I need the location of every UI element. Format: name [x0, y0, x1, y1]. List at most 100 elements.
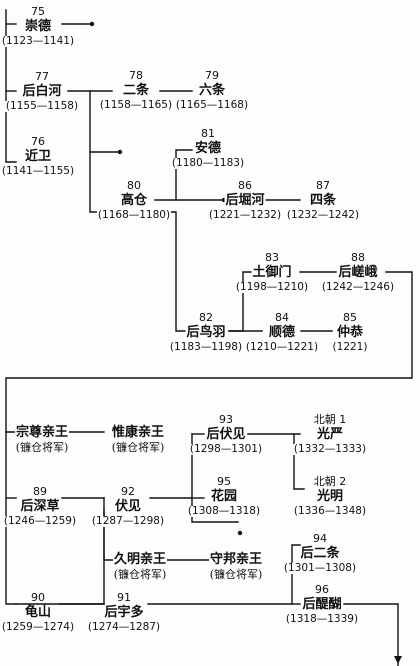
emperor-81: 81 安德 (1180—1183)	[170, 128, 246, 169]
emperor-number: 89	[32, 485, 48, 498]
reign-years: (1221—1232)	[207, 209, 283, 221]
emperor-name: 六条	[197, 83, 227, 98]
emperor-95: 95 花园 (1308—1318)	[186, 476, 262, 517]
emperor-number: 75	[30, 5, 46, 18]
reign-years: (1232—1242)	[285, 209, 361, 221]
emperor-number: 83	[264, 251, 280, 264]
prince-note: (镰仓将军)	[14, 441, 70, 454]
emperor-name: 后鸟羽	[185, 325, 227, 340]
emperor-number: 81	[200, 127, 216, 140]
prince-name: 宗尊亲王	[14, 425, 70, 440]
emperor-name: 后宇多	[103, 605, 145, 620]
reign-years: (1308—1318)	[186, 505, 262, 517]
reign-years: (1198—1210)	[234, 281, 310, 293]
line-92-jiuming	[103, 509, 117, 561]
line-93-col	[191, 433, 239, 523]
dot-95	[237, 530, 243, 536]
emperor-88: 88 后嵯峨 (1242—1246)	[320, 252, 396, 293]
northern-court-1: 北朝 1 光严 (1332—1333)	[292, 414, 368, 455]
emperor-90: 90 龟山 (1259—1274)	[0, 592, 76, 633]
reign-years: (1274—1287)	[86, 621, 162, 633]
emperor-number: 82	[198, 311, 214, 324]
emperor-89: 89 后深草 (1246—1259)	[2, 486, 78, 527]
reign-years: (1287—1298)	[90, 515, 166, 527]
reign-years: (1336—1348)	[292, 505, 368, 517]
emperor-name: 二条	[121, 83, 151, 98]
emperor-name: 顺德	[267, 325, 297, 340]
emperor-92: 92 伏见 (1287—1298)	[90, 486, 166, 527]
line-88-carry	[5, 271, 413, 433]
emperor-name: 仲恭	[335, 325, 365, 340]
reign-years: (1246—1259)	[2, 515, 78, 527]
emperor-name: 光明	[315, 489, 345, 504]
emperor-name: 龟山	[23, 605, 53, 620]
emperor-number: 90	[30, 591, 46, 604]
emperor-83: 83 土御门 (1198—1210)	[234, 252, 310, 293]
reign-years: (1180—1183)	[170, 157, 246, 169]
emperor-number: 北朝 1	[312, 413, 348, 426]
emperor-number: 93	[218, 413, 234, 426]
emperor-94: 94 后二条 (1301—1308)	[282, 533, 358, 574]
emperor-77: 77 后白河 (1155—1158)	[4, 71, 80, 112]
emperor-name: 后堀河	[224, 193, 266, 208]
reign-years: (1165—1168)	[174, 99, 250, 111]
emperor-number: 78	[128, 69, 144, 82]
line-80-down-82	[154, 211, 193, 332]
prince-koreyasu: 惟康亲王 (镰仓将军)	[110, 426, 166, 453]
prince-hisaakira: 久明亲王 (镰仓将军)	[112, 553, 168, 580]
emperor-76: 76 近卫 (1141—1155)	[0, 136, 76, 177]
emperor-number: 96	[314, 583, 330, 596]
prince-note: (镰仓将军)	[208, 568, 264, 581]
line-trunk-75-76	[5, 9, 17, 163]
emperor-name: 花园	[209, 489, 239, 504]
reign-years: (1123—1141)	[0, 35, 76, 47]
dot-77	[117, 149, 123, 155]
prince-morikuni: 守邦亲王 (镰仓将军)	[208, 553, 264, 580]
emperor-number: 94	[312, 532, 328, 545]
prince-name: 守邦亲王	[208, 552, 264, 567]
prince-note: (镰仓将军)	[110, 441, 166, 454]
prince-note: (镰仓将军)	[112, 568, 168, 581]
emperor-93: 93 后伏见 (1298—1301)	[188, 414, 264, 455]
emperor-number: 85	[342, 311, 358, 324]
emperor-number: 76	[30, 135, 46, 148]
reign-years: (1155—1158)	[4, 100, 80, 112]
emperor-name: 后嵯峨	[337, 265, 379, 280]
emperor-87: 87 四条 (1232—1242)	[285, 180, 361, 221]
emperor-91: 91 后宇多 (1274—1287)	[86, 592, 162, 633]
emperor-name: 高仓	[119, 193, 149, 208]
line-96-carry	[343, 603, 399, 666]
reign-years: (1332—1333)	[292, 443, 368, 455]
emperor-75: 75 崇德 (1123—1141)	[0, 6, 76, 47]
emperor-85: 85 仲恭 (1221)	[331, 312, 369, 353]
emperor-number: 86	[237, 179, 253, 192]
emperor-80: 80 高仓 (1168—1180)	[96, 180, 172, 221]
emperor-number: 95	[216, 475, 232, 488]
emperor-name: 后伏见	[205, 427, 247, 442]
emperor-84: 84 顺德 (1210—1221)	[244, 312, 320, 353]
emperor-name: 后深草	[19, 499, 61, 514]
arrow-continues-icon	[394, 656, 402, 664]
emperor-number: 84	[274, 311, 290, 324]
line-left-trunk-2	[5, 431, 17, 605]
prince-name: 久明亲王	[112, 552, 168, 567]
line-91-94	[291, 544, 301, 605]
reign-years: (1210—1221)	[244, 341, 320, 353]
dot-75	[89, 21, 95, 27]
reign-years: (1301—1308)	[282, 562, 358, 574]
reign-years: (1183—1198)	[168, 341, 244, 353]
emperor-name: 近卫	[23, 149, 53, 164]
prince-munetaka: 宗尊亲王 (镰仓将军)	[14, 426, 70, 453]
northern-court-2: 北朝 2 光明 (1336—1348)	[292, 476, 368, 517]
emperor-number: 北朝 2	[312, 475, 348, 488]
emperor-number: 80	[126, 179, 142, 192]
emperor-name: 伏见	[113, 499, 143, 514]
reign-years: (1318—1339)	[284, 613, 360, 625]
emperor-name: 崇德	[23, 19, 53, 34]
emperor-name: 后白河	[21, 84, 63, 99]
emperor-number: 88	[350, 251, 366, 264]
reign-years: (1259—1274)	[0, 621, 76, 633]
line-80-up-81	[175, 149, 193, 201]
emperor-number: 91	[116, 591, 132, 604]
